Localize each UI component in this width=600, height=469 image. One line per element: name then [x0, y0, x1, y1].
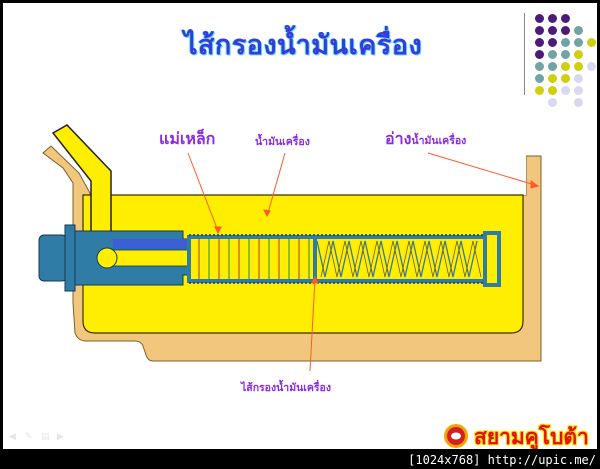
- forward-arrow-icon[interactable]: ▶: [57, 432, 64, 442]
- slide: ไส้กรองน้ำมันเครื่อง: [3, 3, 597, 449]
- label-engine-oil: น้ำมันเครื่อง: [255, 136, 310, 148]
- label-oil-pan-rest: น้ำมันเครื่อง: [411, 135, 467, 147]
- label-magnet: แม่เหล็ก: [159, 129, 216, 148]
- oil-filter-diagram: [38, 124, 542, 372]
- slideshow-nav: ◀ ✎ ▤ ▶: [9, 432, 67, 442]
- image-host-watermark: [1024x768] http://upic.me/: [408, 453, 596, 467]
- slide-title: ไส้กรองน้ำมันเครื่อง: [183, 30, 423, 61]
- decorative-divider: [524, 13, 525, 95]
- menu-icon[interactable]: ▤: [41, 432, 50, 442]
- elephant-gear-logo-icon: [444, 424, 468, 448]
- label-oil-pan: อ่างน้ำมันเครื่อง: [385, 127, 466, 152]
- label-oil-pan-bold: อ่าง: [385, 129, 412, 148]
- callout-arrows: [187, 152, 540, 372]
- pen-icon[interactable]: ✎: [25, 432, 33, 442]
- back-arrow-icon[interactable]: ◀: [9, 432, 16, 442]
- brand-name: สยามคูโบต้า: [474, 425, 589, 449]
- filter-mesh-section: [313, 231, 501, 287]
- drain-plug-head: [38, 234, 68, 282]
- label-oil-filter: ไส้กรองน้ำมันเครื่อง: [241, 382, 331, 394]
- magnet-section: [187, 235, 317, 283]
